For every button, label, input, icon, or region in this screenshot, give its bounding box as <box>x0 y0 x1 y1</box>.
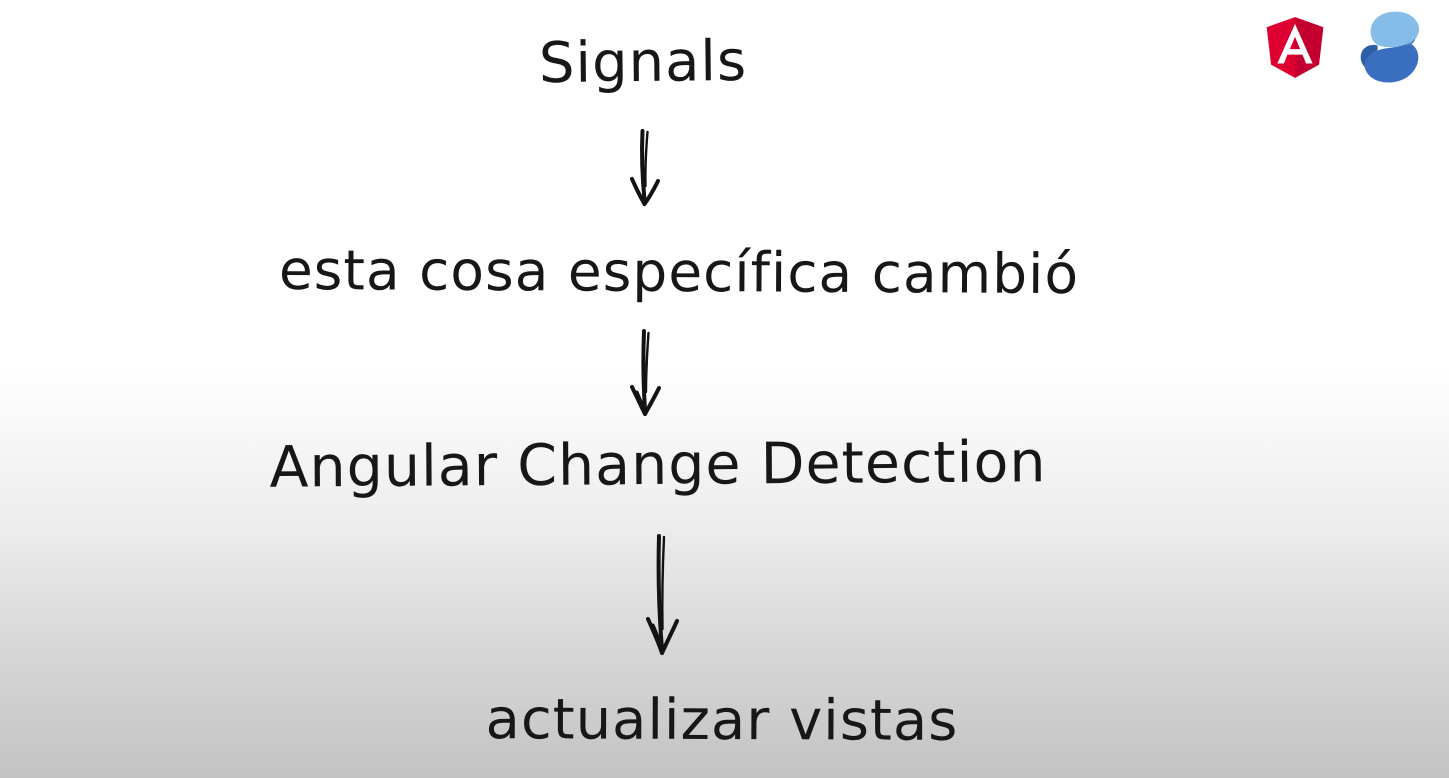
logo-group <box>1257 6 1435 90</box>
down-arrow-icon <box>624 128 668 214</box>
diagram-node-update-views: actualizar vistas <box>485 687 959 754</box>
down-arrow-icon <box>640 533 686 665</box>
diagram-node-angular-change-detection: Angular Change Detection <box>269 429 1047 501</box>
diagram-node-specific-change: esta cosa específica cambió <box>278 237 1080 307</box>
down-arrow-icon <box>624 328 668 424</box>
diagram-node-signals: Signals <box>538 28 748 97</box>
angular-logo-icon <box>1257 6 1333 86</box>
signals-logo-icon <box>1347 6 1435 90</box>
